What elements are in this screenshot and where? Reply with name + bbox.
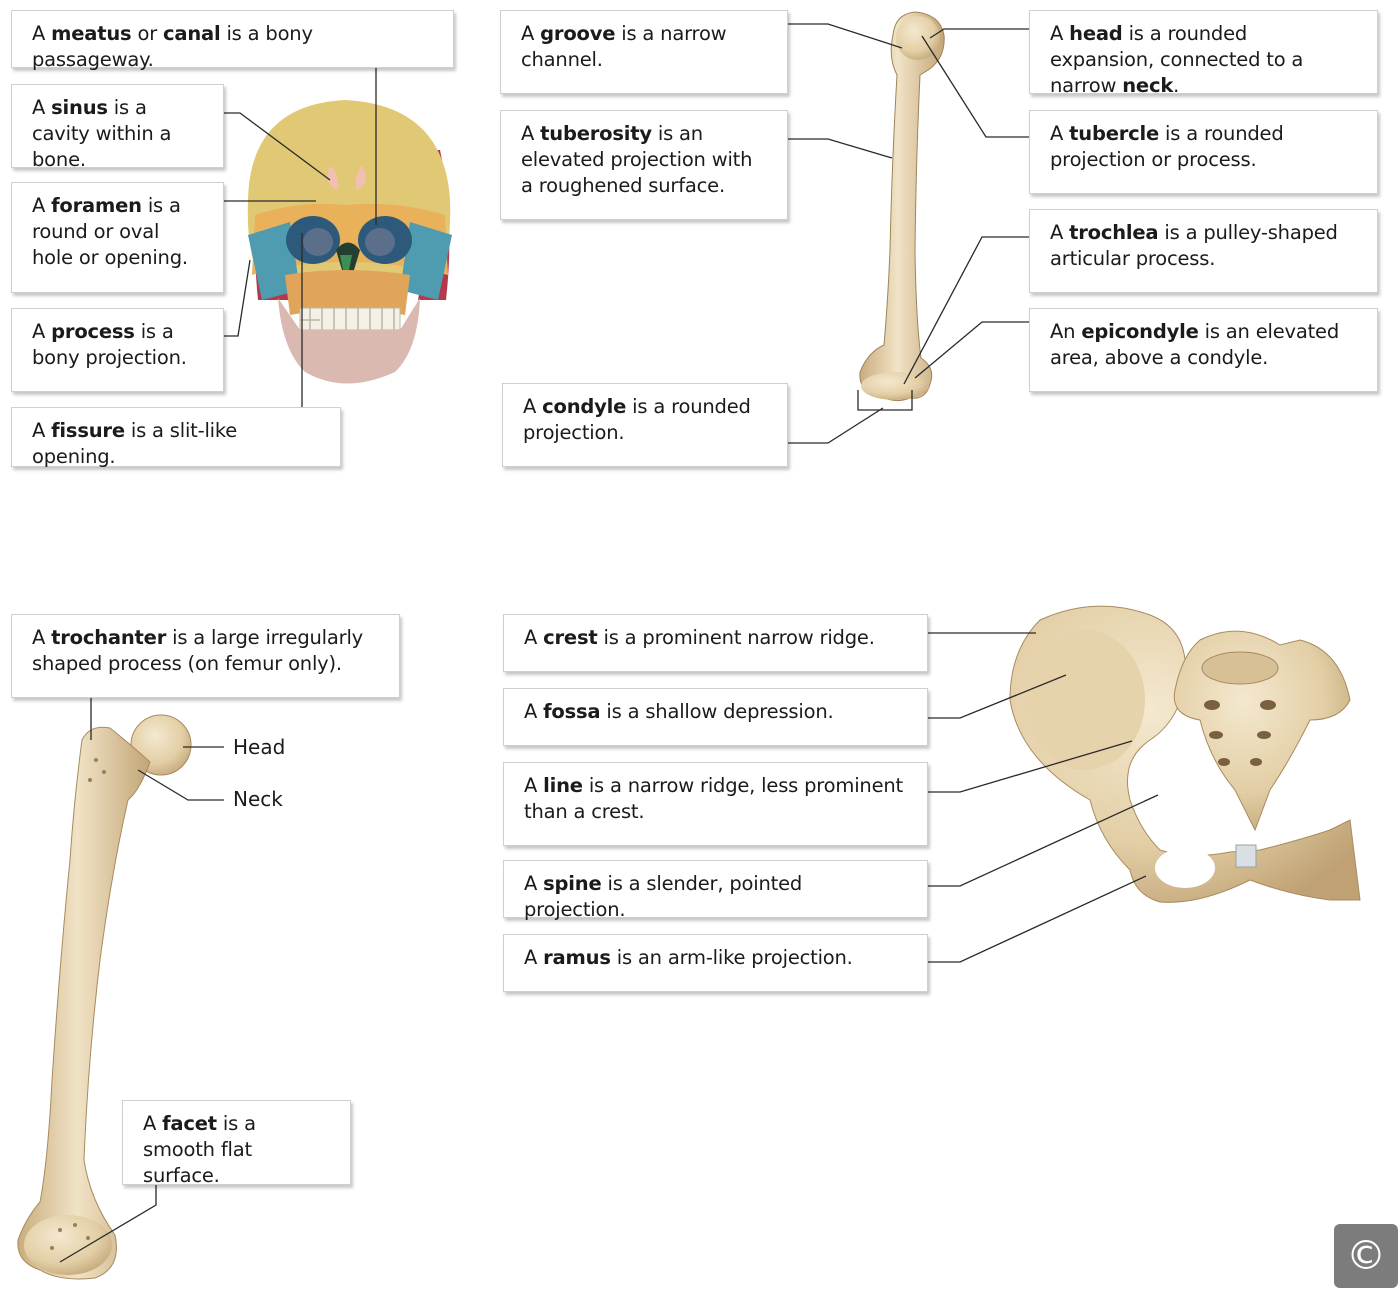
term-tuberosity: tuberosity xyxy=(540,122,652,145)
term-foramen: foramen xyxy=(51,194,142,217)
head-definition: A head is a rounded expansion, connected… xyxy=(1029,10,1378,97)
trochlea-definition: A trochlea is a pulley-shaped articular … xyxy=(1029,209,1378,293)
tuberosity-definition: A tuberosity is an elevated projection w… xyxy=(500,110,788,220)
term-fossa: fossa xyxy=(543,700,601,723)
copyright-button[interactable]: © xyxy=(1334,1224,1398,1288)
femur-head-label: Head xyxy=(233,735,286,759)
term-sinus: sinus xyxy=(51,96,108,119)
line-definition: A line is a narrow ridge, less prominent… xyxy=(503,762,928,846)
term-process: process xyxy=(51,320,135,343)
term-neck: neck xyxy=(1122,74,1174,97)
fissure-definition: A fissure is a slit-like opening. xyxy=(11,407,341,468)
term-crest: crest xyxy=(543,626,598,649)
ramus-definition: A ramus is an arm-like projection. xyxy=(503,934,928,992)
fossa-definition: A fossa is a shallow depression. xyxy=(503,688,928,746)
meatus-definition: A meatus or canal is a bony passageway. xyxy=(11,10,454,71)
term-trochanter: trochanter xyxy=(51,626,167,649)
condyle-definition: A condyle is a rounded projection. xyxy=(502,383,788,467)
term-condyle: condyle xyxy=(542,395,627,418)
tubercle-definition: A tubercle is a rounded projection or pr… xyxy=(1029,110,1378,194)
term-head: head xyxy=(1069,22,1123,45)
femur-neck-label: Neck xyxy=(233,787,283,811)
term-facet: facet xyxy=(162,1112,217,1135)
spine-definition: A spine is a slender, pointed projection… xyxy=(503,860,928,921)
groove-definition: A groove is a narrow channel. xyxy=(500,10,788,94)
term-fissure: fissure xyxy=(51,419,125,442)
term-epicondyle: epicondyle xyxy=(1081,320,1199,343)
femur-illustration xyxy=(17,714,192,1280)
term-line: line xyxy=(543,774,583,797)
term-groove: groove xyxy=(540,22,616,45)
humerus-illustration xyxy=(859,11,945,402)
term-spine: spine xyxy=(543,872,602,895)
trochanter-definition: A trochanter is a large irregularly shap… xyxy=(11,614,400,698)
term-ramus: ramus xyxy=(543,946,611,969)
term-canal: canal xyxy=(163,22,221,45)
pelvis-illustration xyxy=(1009,605,1361,903)
skull-illustration xyxy=(247,100,452,384)
crest-definition: A crest is a prominent narrow ridge. xyxy=(503,614,928,672)
term-tubercle: tubercle xyxy=(1069,122,1160,145)
term-meatus: meatus xyxy=(51,22,132,45)
epicondyle-definition: An epicondyle is an elevated area, above… xyxy=(1029,308,1378,392)
term-trochlea: trochlea xyxy=(1069,221,1159,244)
process-definition: A process is a bony projection. xyxy=(11,308,224,392)
leader-lines xyxy=(59,23,1159,1263)
sinus-definition: A sinus is a cavity within a bone. xyxy=(11,84,224,171)
facet-definition: A facet is a smooth flat surface. xyxy=(122,1100,351,1187)
foramen-definition: A foramen is a round or oval hole or ope… xyxy=(11,182,224,293)
